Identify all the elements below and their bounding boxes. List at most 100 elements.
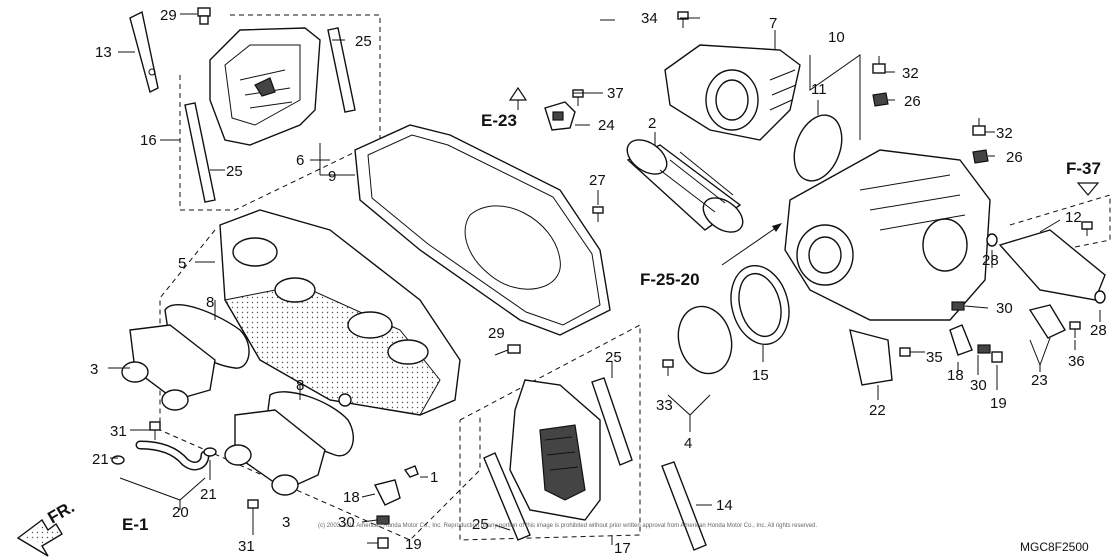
- callout-28-lower: 28: [1090, 322, 1107, 339]
- part-29-bolt-top: [197, 7, 211, 25]
- callout-24: 24: [598, 117, 615, 134]
- part-19-cap-right: [991, 351, 1003, 363]
- part-35-bolt: [899, 347, 920, 357]
- callout-30-right-lower: 30: [970, 377, 987, 394]
- part-11-o-ring: [793, 114, 843, 182]
- callout-14: 14: [716, 497, 733, 514]
- part-3-funnel-lower: [224, 409, 326, 496]
- callout-18-lower: 18: [343, 489, 360, 506]
- callout-3-upper: 3: [90, 361, 98, 378]
- upper-cover-group-frame: [179, 14, 381, 211]
- callout-18-right: 18: [947, 367, 964, 384]
- callout-9: 9: [328, 168, 336, 185]
- f2520-arrow: [721, 224, 781, 266]
- callout-37: 37: [607, 85, 624, 102]
- callout-21-right: 21: [200, 486, 217, 503]
- ref-f2520[interactable]: F-25-20: [640, 270, 700, 289]
- callout-25-lower-left: 25: [472, 516, 489, 533]
- part-6-cleaner-cover: [354, 124, 611, 336]
- part-28-grommet-upper: [986, 233, 998, 247]
- callout-5: 5: [178, 255, 186, 272]
- callout-17: 17: [614, 540, 631, 557]
- callout-1: 1: [430, 469, 438, 486]
- part-25-seal-lower-right: [591, 377, 633, 466]
- fr-direction-label: FR.: [45, 497, 78, 527]
- callout-19-lower: 19: [405, 536, 422, 553]
- callout-15: 15: [752, 367, 769, 384]
- part-31-bolt-lower: [247, 499, 259, 520]
- part-15-connecting-tube-inner: [738, 272, 782, 338]
- copyright-note: (c) 2003-2011 American Honda Motor Co., …: [318, 523, 817, 529]
- callout-6: 6: [296, 152, 304, 169]
- callout-26-lower: 26: [1006, 149, 1023, 166]
- part-26-nut-upper: [872, 92, 889, 107]
- part-36-screw: [1069, 321, 1081, 338]
- ref-e23[interactable]: E-23: [481, 111, 517, 130]
- part-21-clip-left: [111, 455, 125, 465]
- lower-cover-group-frame: [459, 324, 641, 541]
- callout-33: 33: [656, 397, 673, 414]
- part-13-bracket: [129, 10, 159, 94]
- part-12-side-cover: [998, 229, 1106, 301]
- part-31-bolt-upper: [149, 421, 161, 440]
- part-33-screw: [662, 359, 674, 376]
- callout-21-left: 21: [92, 451, 109, 468]
- callout-30-right-upper: 30: [996, 300, 1013, 317]
- ref-e1[interactable]: E-1: [122, 515, 148, 534]
- part-32-bolt-upper: [872, 56, 886, 74]
- part-18-hose-lower: [373, 479, 401, 506]
- part-2-filter-element: [626, 139, 744, 233]
- part-27-screw: [592, 206, 604, 222]
- callout-31-upper: 31: [110, 423, 127, 440]
- callout-23: 23: [1031, 372, 1048, 389]
- callout-28-upper: 28: [982, 252, 999, 269]
- e23-arrow: [508, 86, 528, 101]
- part-25-seal-lower-left: [483, 452, 531, 541]
- f37-arrow: [1076, 182, 1100, 196]
- part-25-seal-upper-left: [184, 102, 216, 203]
- part-4-tube-band: [677, 305, 733, 375]
- part-26-nut-lower: [972, 149, 989, 164]
- part-19-cap-lower: [377, 537, 389, 549]
- part-34-screw: [677, 11, 689, 28]
- callout-13: 13: [95, 44, 112, 61]
- callout-8-upper: 8: [206, 294, 214, 311]
- callout-16: 16: [140, 132, 157, 149]
- ref-f37[interactable]: F-37: [1066, 159, 1101, 178]
- callout-36: 36: [1068, 353, 1085, 370]
- callout-25-top-right: 25: [355, 33, 372, 50]
- callout-34: 34: [641, 10, 658, 27]
- callout-31-lower: 31: [238, 538, 255, 555]
- part-7-filter-housing: [664, 44, 801, 141]
- part-24-sensor: [544, 101, 576, 131]
- callout-19-right: 19: [990, 395, 1007, 412]
- callout-4: 4: [684, 435, 692, 452]
- callout-25-top-left: 25: [226, 163, 243, 180]
- part-37-screw: [572, 89, 584, 106]
- part-20-drain-tube-inner: [137, 442, 208, 469]
- callout-29-top: 29: [160, 7, 177, 24]
- part-14-seal: [661, 461, 707, 551]
- callout-8-lower: 8: [296, 377, 304, 394]
- part-5-air-box: [219, 209, 461, 416]
- callout-2: 2: [648, 115, 656, 132]
- callout-10: 10: [828, 29, 845, 46]
- side-cover-group-frame: [1009, 194, 1111, 251]
- callout-25-lower-right: 25: [605, 349, 622, 366]
- part-21-clip-right: [203, 447, 217, 457]
- callout-32-upper: 32: [902, 65, 919, 82]
- callout-11: 11: [811, 81, 827, 98]
- part-25-seal-upper-right: [327, 27, 356, 113]
- callout-12: 12: [1065, 209, 1082, 226]
- callout-29-middle: 29: [488, 325, 505, 342]
- callout-27: 27: [589, 172, 606, 189]
- part-18-hose-right: [949, 324, 973, 356]
- part-22-bracket: [849, 329, 893, 386]
- f2520-arrow-head: [772, 223, 782, 232]
- part-23-hose-joint: [1028, 304, 1066, 339]
- part-30-washer-right-upper: [951, 301, 965, 311]
- part-10-air-cleaner-case: [784, 149, 991, 321]
- callout-7: 7: [769, 15, 777, 32]
- fr-direction-arrow: [16, 518, 63, 557]
